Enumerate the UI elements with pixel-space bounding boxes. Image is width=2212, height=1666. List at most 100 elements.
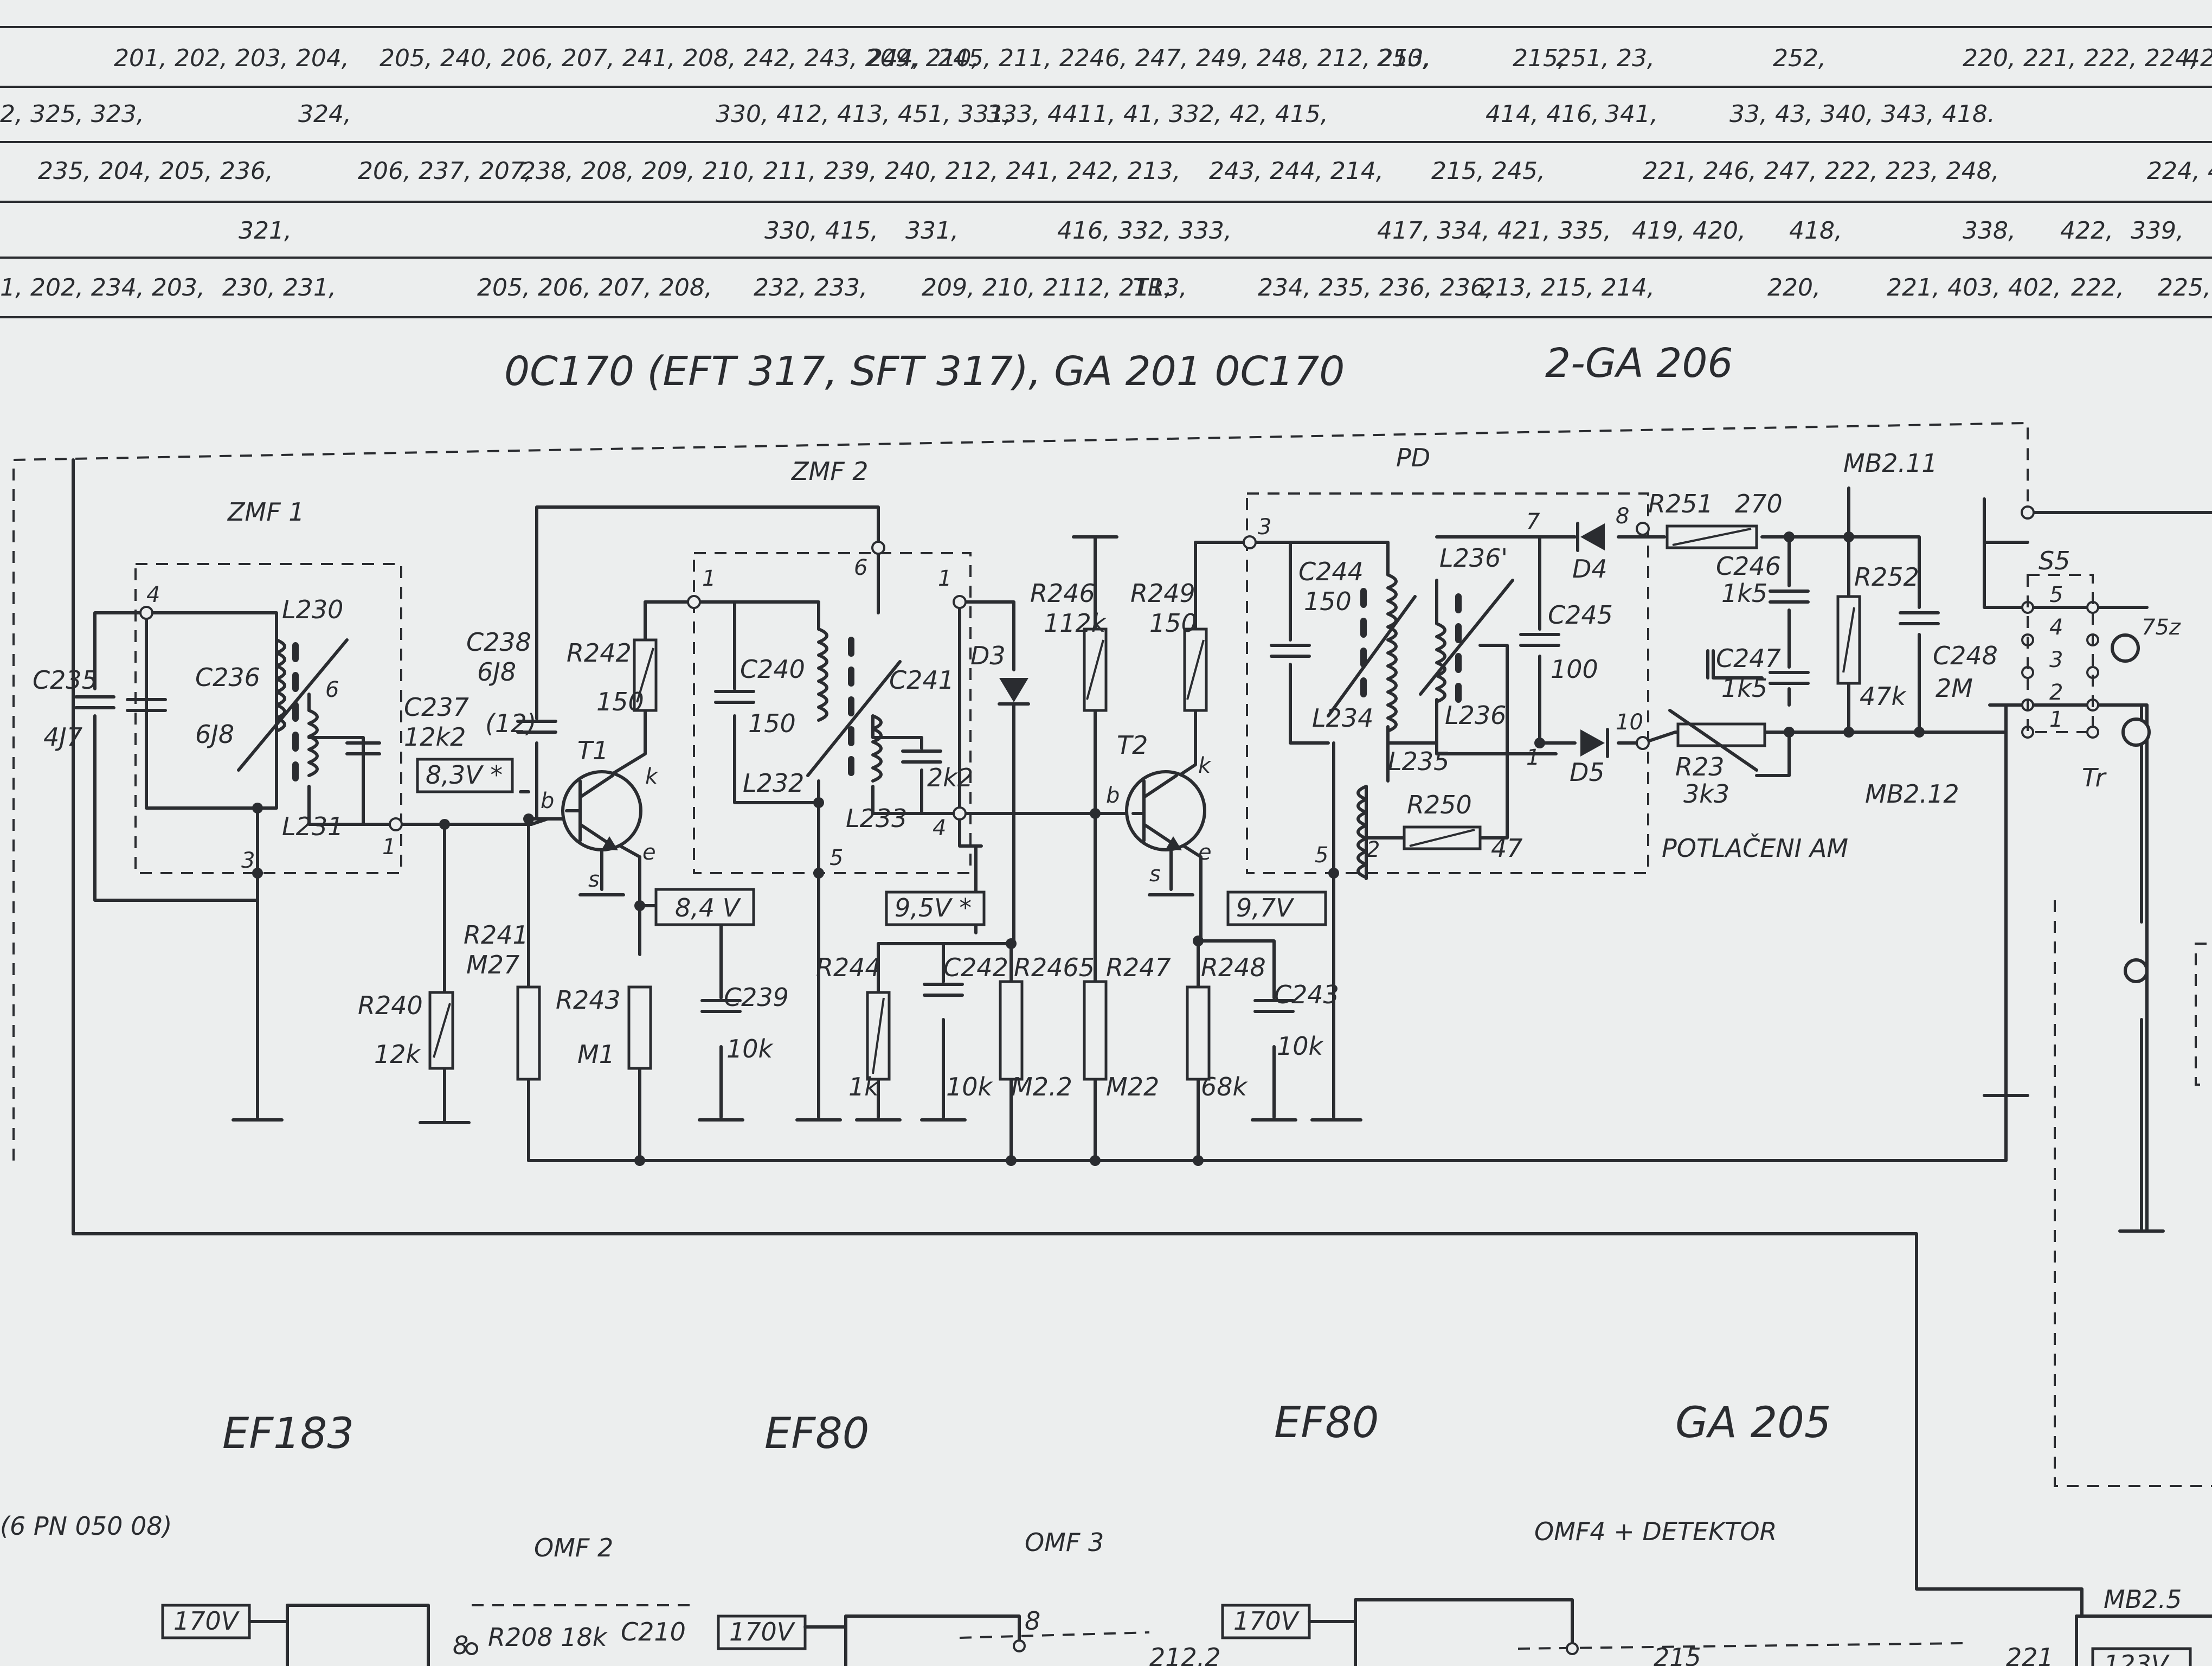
reference-table: 201, 202, 203, 204, 205, 240, 206, 207, 2… <box>0 26 2212 318</box>
c239-value: 10k <box>726 1034 774 1063</box>
ref-cell-4-3: 232, 233, <box>754 274 867 302</box>
r242-ref: R242 <box>567 638 632 668</box>
voltage-boxes <box>416 758 1327 926</box>
t2-collector-label: k <box>1198 753 1212 778</box>
c240-value: 150 <box>748 709 796 738</box>
capacitors <box>74 589 1940 1013</box>
l233-label: L233 <box>846 804 907 833</box>
ref-cell-3-0: 321, <box>239 217 292 245</box>
ref-cell-0-0: 201, 202, 203, 204, <box>114 44 349 72</box>
r208-label: R208 18k <box>488 1623 608 1652</box>
pd-pin1: 1 <box>1526 745 1540 770</box>
ref-cell-4-4: 209, 210, 2112, 211, <box>922 274 1172 302</box>
ref-cell-4-6: 234, 235, 236, 236, <box>1258 274 1493 302</box>
r242-value: 150 <box>596 687 644 716</box>
r23-value: 3k3 <box>1683 779 1729 809</box>
l230-label: L230 <box>282 595 343 624</box>
r249-value: 150 <box>1149 608 1197 638</box>
lower-blocks <box>161 1598 2212 1666</box>
ref-cell-3-7: 418, <box>1789 217 1842 245</box>
r252-ref: R252 <box>1854 562 1919 592</box>
ref-cell-4-11: 225, <box>2158 274 2211 302</box>
ref-cell-4-2: 205, 206, 207, 208, <box>477 274 712 302</box>
mb25-label: MB2.5 <box>2104 1585 2182 1614</box>
omf4-supply: 170V <box>1233 1606 1300 1636</box>
ref-cell-1-4: 414, 416, <box>1486 100 1599 128</box>
t2-label: T2 <box>1117 731 1148 760</box>
zmf2-pin6: 6 <box>854 555 867 580</box>
t2-base-label: b <box>1106 783 1120 808</box>
omf2-label: OMF 2 <box>534 1533 613 1562</box>
c238-ref: C238 <box>466 627 531 657</box>
ref-cell-3-5: 334, 421, 335, <box>1437 217 1611 245</box>
c243-ref: C243 <box>1274 980 1339 1009</box>
voltage-8-4v: 8,4 V <box>675 893 742 922</box>
mb211-label: MB2.11 <box>1843 448 1938 478</box>
block-outlines <box>12 421 2212 1650</box>
ref-cell-4-1: 230, 231, <box>222 274 336 302</box>
zmf2-pin4: 4 <box>933 816 946 841</box>
ref-cell-2-4: 215, 245, <box>1431 157 1545 185</box>
ref-cell-2-1: 206, 237, 207, <box>358 157 532 185</box>
r2465-ref: R2465 <box>1014 953 1095 982</box>
tube-ef80-a: EF80 <box>764 1409 869 1458</box>
tube-ga205: GA 205 <box>1675 1399 1831 1447</box>
l231-label: L231 <box>282 812 343 841</box>
pd-pin2: 2 <box>1366 837 1380 862</box>
output-75z: 75z <box>2142 615 2181 640</box>
c235-value: 4J7 <box>43 722 82 752</box>
c247-ref: C247 <box>1716 644 1781 673</box>
c246-ref: C246 <box>1716 552 1781 581</box>
ref-cell-2-0: 235, 204, 205, 236, <box>38 157 273 185</box>
c242-ref: C242 <box>943 953 1008 982</box>
ref-cell-0-6: 251, 23, <box>1556 44 1655 72</box>
ref-cell-4-0: 1, 202, 234, 203, <box>0 274 205 302</box>
c235-ref: C235 <box>33 665 98 695</box>
d3-label: D3 <box>970 641 1006 670</box>
pd-pin7: 7 <box>1526 509 1540 534</box>
r243-value: M1 <box>577 1040 615 1069</box>
mb212-label: MB2.12 <box>1865 779 1959 809</box>
c246-value: 1k5 <box>1721 579 1767 608</box>
resistors <box>428 524 1861 1081</box>
c210-label: C210 <box>621 1617 686 1646</box>
s5-pin3: 3 <box>2049 648 2063 672</box>
r247-ref: R247 <box>1106 953 1171 982</box>
ref-cell-0-1: 205, 240, 206, 207, 241, 208, 242, 243, … <box>380 44 979 72</box>
r240-value: 12k <box>374 1040 422 1069</box>
t1-emitter-label: e <box>642 840 656 865</box>
c245-ref: C245 <box>1548 600 1613 630</box>
omf2-pin8: 8 <box>453 1631 468 1660</box>
omf3-supply: 170V <box>729 1617 796 1646</box>
r248-value: 68k <box>1201 1072 1249 1101</box>
c237-value: 12k2 <box>404 722 466 752</box>
r244-value: 1k <box>848 1072 880 1101</box>
r249-ref: R249 <box>1130 579 1195 608</box>
zmf2-label: ZMF 2 <box>790 457 869 486</box>
tube-ef80-b: EF80 <box>1274 1399 1379 1447</box>
c242-value: 10k <box>946 1072 994 1101</box>
ref-cell-4-10: 222, <box>2071 274 2124 302</box>
ref-cell-3-3: 416, 332, 333, <box>1057 217 1232 245</box>
ref-cell-0-5: 215, <box>1513 44 1566 72</box>
ref-cell-0-3: 245, 211, 2246, 247, 249, 248, 212, 213, <box>938 44 1431 72</box>
omf3-label: OMF 3 <box>1025 1528 1104 1557</box>
ref-cell-0-4: 250, <box>1377 44 1430 72</box>
tube-ef183: EF183 <box>222 1409 354 1458</box>
r251-ref: R251 <box>1648 489 1713 518</box>
c240-ref: C240 <box>740 655 805 684</box>
pd-pin3: 3 <box>1258 515 1271 540</box>
ref-cell-3-10: 339, <box>2131 217 2184 245</box>
pd-pin5: 5 <box>1315 843 1328 868</box>
c241-value: 2k2 <box>927 763 973 792</box>
ref-cell-2-2: 238, 208, 209, 210, 211, 239, 240, 212, … <box>520 157 1181 185</box>
l232-label: L232 <box>743 768 804 798</box>
c238-value: 6J8 <box>477 657 516 687</box>
s5-pin2: 2 <box>2049 680 2063 705</box>
t1-label: T1 <box>577 736 608 765</box>
d5-label: D5 <box>1570 758 1605 787</box>
ref-cell-2-3: 243, 244, 214, <box>1209 157 1384 185</box>
zmf1-pin6: 6 <box>325 677 339 702</box>
c245-value: 100 <box>1551 655 1598 684</box>
voltage-9-5v: 9,5V * <box>895 893 972 922</box>
